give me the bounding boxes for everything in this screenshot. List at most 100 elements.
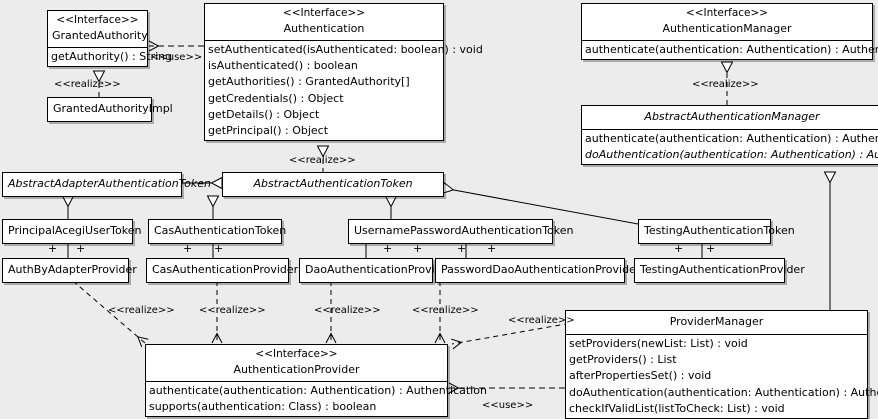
class-granted-authority[interactable]: <<Interface>> GrantedAuthority getAuthor… <box>47 10 173 68</box>
class-name: GrantedAuthority <box>52 29 148 42</box>
class-header: TestingAuthenticationProvider <box>635 259 805 282</box>
label-realize-cas-provider: <<realize>> <box>199 305 266 316</box>
class-header: <<Interface>> Authentication <box>205 4 443 40</box>
class-members: authenticate(authentication: Authenticat… <box>146 381 487 416</box>
association-plus-marker: + <box>48 242 58 255</box>
class-header: AuthByAdapterProvider <box>3 259 137 282</box>
class-username-password-authentication-token[interactable]: UsernamePasswordAuthenticationToken <box>348 219 574 244</box>
member-row: doAuthentication(authentication: Authent… <box>585 148 878 162</box>
association-plus-marker: + <box>76 242 86 255</box>
class-name: Authentication <box>283 22 365 35</box>
label-realize-provider-manager: <<realize>> <box>508 315 575 326</box>
label-realize-dao-provider: <<realize>> <box>314 305 381 316</box>
class-header: UsernamePasswordAuthenticationToken <box>349 220 574 243</box>
member-row: setAuthenticated(isAuthenticated: boolea… <box>208 43 483 56</box>
association-plus-marker: + <box>413 242 423 255</box>
member-row: isAuthenticated() : boolean <box>208 59 358 73</box>
member-row: getDetails() : Object <box>208 107 320 121</box>
class-provider-manager[interactable]: ProviderManager setProviders(newList: Li… <box>565 310 878 419</box>
label-realize-password-dao-provider: <<realize>> <box>412 305 479 316</box>
class-name: GrantedAuthorityImpl <box>53 102 173 115</box>
class-dao-authentication-provider[interactable]: DaoAuthenticationProvider <box>299 258 453 283</box>
member-row: authenticate(authentication: Authenticat… <box>149 384 487 397</box>
class-header: <<Interface>> GrantedAuthority <box>48 11 148 47</box>
class-header: <<Interface>> AuthenticationProvider <box>146 345 447 381</box>
class-header: GrantedAuthorityImpl <box>48 98 173 121</box>
member-row: getAuthorities() : GrantedAuthority[] <box>208 75 410 89</box>
class-header: CasAuthenticationProvider <box>147 259 299 282</box>
class-name: AuthenticationManager <box>662 22 792 35</box>
member-row: authenticate(authentication: Authenticat… <box>585 132 878 145</box>
class-authentication-provider[interactable]: <<Interface>> AuthenticationProvider aut… <box>145 344 487 418</box>
association-plus-marker: + <box>706 242 716 255</box>
association-plus-marker: + <box>183 242 193 255</box>
class-principal-acegi-user-token[interactable]: PrincipalAcegiUserToken <box>2 219 142 244</box>
member-row: getAuthority() : String <box>51 50 173 63</box>
class-testing-authentication-token[interactable]: TestingAuthenticationToken <box>638 219 795 244</box>
class-header: AbstractAuthenticationToken <box>223 173 443 196</box>
member-row: getPrincipal() : Object <box>208 124 329 138</box>
label-realize-auth-by-adapter: <<realize>> <box>108 305 175 316</box>
class-members: authenticate(authentication: Authenticat… <box>582 129 878 164</box>
label-realize-abstract-authentication-token: <<realize>> <box>289 155 356 166</box>
class-header: DaoAuthenticationProvider <box>300 259 453 282</box>
association-plus-marker: + <box>383 242 393 255</box>
class-name: TestingAuthenticationToken <box>644 224 795 237</box>
class-cas-authentication-provider[interactable]: CasAuthenticationProvider <box>146 258 299 283</box>
member-row: authenticate(authentication: Authenticat… <box>585 43 878 56</box>
stereotype-label: <<Interface>> <box>685 7 769 19</box>
label-realize-granted-authority-impl: <<realize>> <box>54 79 121 90</box>
class-name: CasAuthenticationProvider <box>152 263 299 276</box>
class-members: getAuthority() : String <box>48 47 173 66</box>
label-use-granted-authority: <<use>> <box>151 52 203 63</box>
class-name: TestingAuthenticationProvider <box>640 263 805 276</box>
class-header: AbstractAdapterAuthenticationToken <box>3 173 211 196</box>
class-header: TestingAuthenticationToken <box>639 220 795 243</box>
class-auth-by-adapter-provider[interactable]: AuthByAdapterProvider <box>2 258 137 283</box>
association-plus-marker: + <box>457 242 467 255</box>
class-header: AbstractAuthenticationManager <box>582 106 878 129</box>
member-row: afterPropertiesSet() : void <box>569 369 712 383</box>
member-row: doAuthentication(authentication: Authent… <box>569 385 878 399</box>
class-authentication-manager[interactable]: <<Interface>> AuthenticationManager auth… <box>581 3 878 61</box>
label-use-provider-manager: <<use>> <box>482 400 534 411</box>
class-authentication[interactable]: <<Interface>> Authentication setAuthenti… <box>204 3 483 142</box>
class-abstract-adapter-authentication-token[interactable]: AbstractAdapterAuthenticationToken <box>2 172 211 197</box>
association-plus-marker: + <box>214 242 224 255</box>
class-cas-authentication-token[interactable]: CasAuthenticationToken <box>148 219 287 244</box>
class-name: PrincipalAcegiUserToken <box>8 224 142 237</box>
class-name: DaoAuthenticationProvider <box>305 263 453 276</box>
class-name: CasAuthenticationToken <box>154 224 287 237</box>
class-header: PasswordDaoAuthenticationProvider <box>436 259 641 282</box>
class-members: setAuthenticated(isAuthenticated: boolea… <box>205 40 483 140</box>
class-password-dao-authentication-provider[interactable]: PasswordDaoAuthenticationProvider <box>435 258 641 283</box>
member-row: setProviders(newList: List) : void <box>569 337 748 350</box>
class-name: ProviderManager <box>669 315 764 328</box>
class-header: PrincipalAcegiUserToken <box>3 220 142 243</box>
stereotype-label: <<Interface>> <box>282 7 366 19</box>
member-row: checkIfValidList(listToCheck: List) : vo… <box>569 401 785 415</box>
class-abstract-authentication-token[interactable]: AbstractAuthenticationToken <box>222 172 444 197</box>
association-plus-marker: + <box>487 242 497 255</box>
member-row: getProviders() : List <box>569 353 677 367</box>
class-name: AbstractAdapterAuthenticationToken <box>8 177 211 190</box>
class-name: AbstractAuthenticationManager <box>644 110 820 123</box>
class-name: UsernamePasswordAuthenticationToken <box>354 224 574 237</box>
class-granted-authority-impl[interactable]: GrantedAuthorityImpl <box>47 97 173 122</box>
class-name: AuthByAdapterProvider <box>8 263 137 276</box>
member-row: supports(authentication: Class) : boolea… <box>149 400 377 414</box>
class-header: <<Interface>> AuthenticationManager <box>582 4 872 40</box>
class-name: AuthenticationProvider <box>233 363 360 376</box>
class-testing-authentication-provider[interactable]: TestingAuthenticationProvider <box>634 258 805 283</box>
class-members: setProviders(newList: List) : void getPr… <box>566 334 878 418</box>
class-abstract-authentication-manager[interactable]: AbstractAuthenticationManager authentica… <box>581 105 878 166</box>
class-header: CasAuthenticationToken <box>149 220 287 243</box>
class-members: authenticate(authentication: Authenticat… <box>582 40 878 59</box>
stereotype-label: <<Interface>> <box>56 14 139 26</box>
class-name: AbstractAuthenticationToken <box>253 177 413 190</box>
label-realize-abstract-authentication-manager: <<realize>> <box>692 79 759 90</box>
class-name: PasswordDaoAuthenticationProvider <box>441 263 641 276</box>
member-row: getCredentials() : Object <box>208 91 344 105</box>
class-header: ProviderManager <box>566 311 867 334</box>
